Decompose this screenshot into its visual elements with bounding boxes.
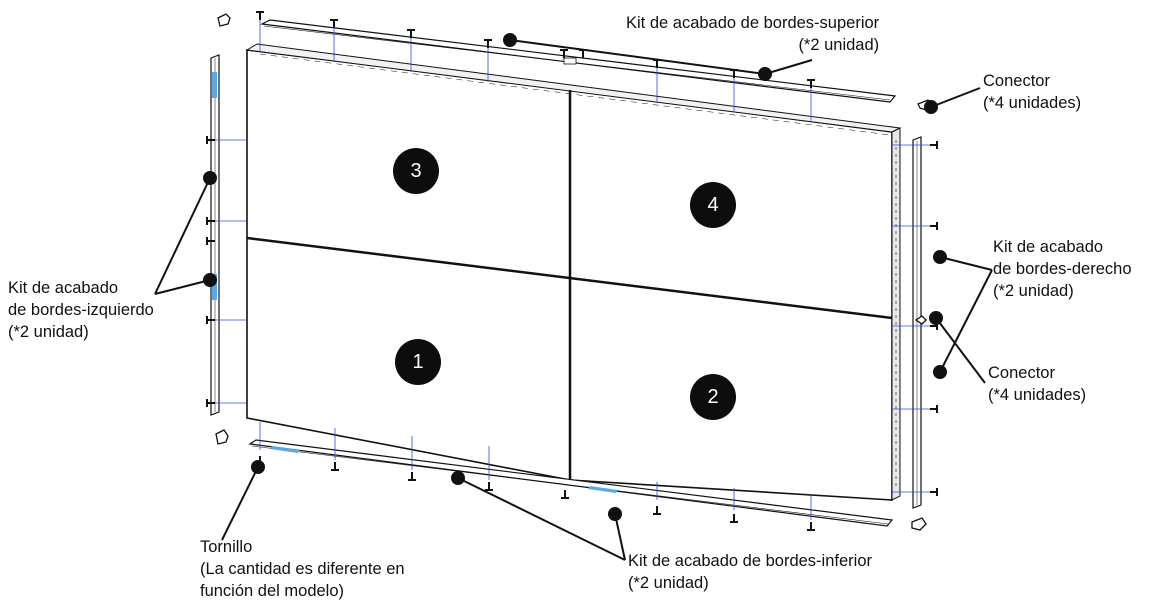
right-trim-kit-quantity: (*2 unidad) <box>993 282 1074 300</box>
video-wall <box>245 43 902 501</box>
top-connector-quantity: (*4 unidades) <box>983 94 1082 112</box>
panel-4-badge: 4 <box>690 182 736 228</box>
top-trim-kit-title: Kit de acabado de bordes-superior <box>626 14 880 32</box>
left-trim-bar <box>210 54 220 416</box>
left-trim-kit-quantity: (*2 unidad) <box>8 323 89 341</box>
top-trim-bar <box>259 19 897 103</box>
bottom-trim-kit-title: Kit de acabado de bordes-inferior <box>628 552 872 570</box>
callout-leaders <box>154 33 993 561</box>
top-trim-kit-quantity: (*2 unidad) <box>798 36 880 54</box>
right-connector-title: Conector <box>988 364 1055 382</box>
panel-1-badge: 1 <box>395 339 441 385</box>
panel-2-badge: 2 <box>690 374 736 420</box>
right-trim-kit-title: Kit de acabado <box>993 238 1104 256</box>
right-trim-kit-subtitle: de bordes-derecho <box>993 260 1132 278</box>
bottom-trim-kit-quantity: (*2 unidad) <box>628 574 709 592</box>
panel-3-badge: 3 <box>393 148 439 194</box>
right-connector-label: Conector (*4 unidades) <box>988 362 1086 406</box>
right-connector-quantity: (*4 unidades) <box>988 386 1087 404</box>
left-trim-kit-label: Kit de acabado de bordes-izquierdo (*2 u… <box>8 277 154 343</box>
screw-note-line2: función del modelo) <box>200 582 345 600</box>
top-connector-title: Conector <box>983 72 1050 90</box>
bottom-trim-kit-label: Kit de acabado de bordes-inferior (*2 un… <box>628 550 872 594</box>
bottom-trim-bar <box>248 439 894 527</box>
left-trim-kit-subtitle: de bordes-izquierdo <box>8 301 154 319</box>
top-connector-label: Conector (*4 unidades) <box>983 70 1081 114</box>
top-trim-kit-label: Kit de acabado de bordes-superior (*2 un… <box>626 12 879 56</box>
right-trim-kit-label: Kit de acabado de bordes-derecho (*2 uni… <box>993 236 1132 302</box>
screw-label: Tornillo (La cantidad es diferente en fu… <box>200 536 405 600</box>
screw-title: Tornillo <box>200 538 253 556</box>
left-trim-kit-title: Kit de acabado <box>8 279 119 297</box>
guide-lines <box>213 20 935 520</box>
screw-note-line1: (La cantidad es diferente en <box>200 560 405 578</box>
right-trim-bar <box>912 136 922 509</box>
